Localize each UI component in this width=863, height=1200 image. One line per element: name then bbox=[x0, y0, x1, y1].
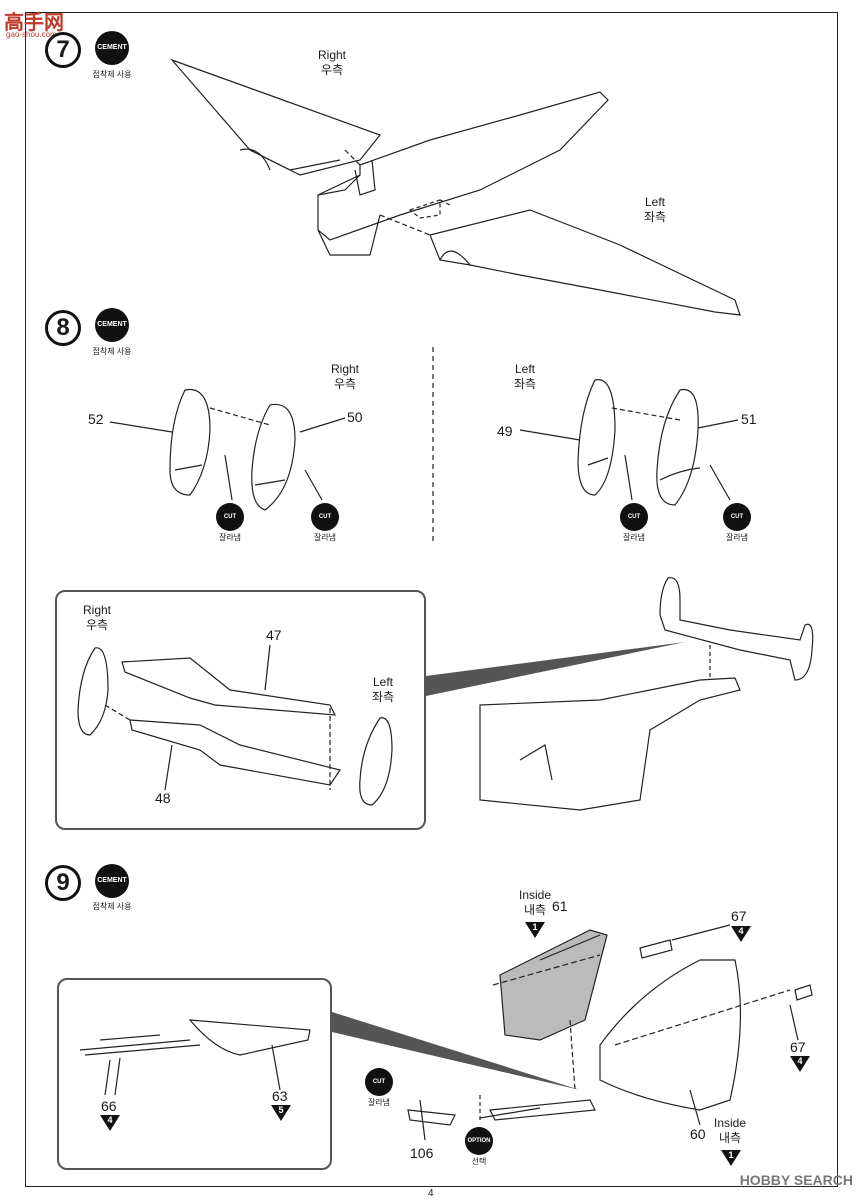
part-67-label: 67 bbox=[790, 1039, 806, 1055]
ref-triangle: 4 bbox=[731, 926, 751, 942]
cut-icon: CUT bbox=[216, 503, 244, 531]
step8-inset-drawing bbox=[77, 642, 685, 806]
option-caption: 선택 bbox=[471, 1157, 487, 1166]
ref-triangle: 4 bbox=[100, 1115, 120, 1131]
option-icon: OPTION bbox=[465, 1127, 493, 1155]
part-47-label: 47 bbox=[266, 627, 282, 643]
step8-tail-drawing bbox=[479, 577, 814, 811]
part-50-label: 50 bbox=[347, 409, 363, 425]
step-8-badge: 8 bbox=[45, 310, 81, 346]
ref-triangle: 1 bbox=[721, 1150, 741, 1166]
step-8-cement-icon: CEMENT bbox=[95, 308, 129, 342]
cut-caption: 잘라냄 bbox=[313, 533, 337, 542]
part-106-label: 106 bbox=[410, 1145, 434, 1161]
site-logo: 高手网 bbox=[4, 12, 64, 34]
step8-drawing bbox=[109, 347, 739, 545]
cut-caption: 잘라냄 bbox=[725, 533, 749, 542]
cut-icon: CUT bbox=[365, 1068, 393, 1096]
part-60-label: 60 bbox=[690, 1126, 706, 1142]
cut-icon: CUT bbox=[723, 503, 751, 531]
cut-caption: 잘라냄 bbox=[622, 533, 646, 542]
part-61-label: 61 bbox=[552, 898, 568, 914]
site-logo-sub: gao-shou.com bbox=[6, 30, 57, 39]
part-48-label: 48 bbox=[155, 790, 171, 806]
part-51-label: 51 bbox=[741, 411, 757, 427]
step-7-cement-icon: CEMENT bbox=[95, 31, 129, 65]
step-8-inset-box bbox=[55, 590, 426, 830]
ref-triangle: 5 bbox=[271, 1105, 291, 1121]
page-number: 4 bbox=[428, 1188, 434, 1199]
cut-icon: CUT bbox=[620, 503, 648, 531]
step9-drawing bbox=[79, 924, 813, 1141]
part-52-label: 52 bbox=[88, 411, 104, 427]
ref-triangle: 1 bbox=[525, 922, 545, 938]
part-63-label: 63 bbox=[272, 1088, 288, 1104]
page-frame bbox=[25, 12, 838, 1187]
step-7-cement-caption: 접착제 사용 bbox=[92, 70, 132, 79]
cut-caption: 잘라냄 bbox=[218, 533, 242, 542]
step-8-cement-caption: 접착제 사용 bbox=[92, 347, 132, 356]
step-9-inset-box bbox=[57, 978, 332, 1170]
step-9-cement-icon: CEMENT bbox=[95, 864, 129, 898]
step7-drawing bbox=[170, 58, 741, 316]
cut-caption: 잘라냄 bbox=[367, 1098, 391, 1107]
step-9-cement-caption: 접착제 사용 bbox=[92, 902, 132, 911]
part-67-label: 67 bbox=[731, 908, 747, 924]
watermark: HOBBY SEARCH bbox=[739, 1172, 853, 1188]
step-7-badge: 7 bbox=[45, 32, 81, 68]
part-66-label: 66 bbox=[101, 1098, 117, 1114]
cut-icon: CUT bbox=[311, 503, 339, 531]
part-49-label: 49 bbox=[497, 423, 513, 439]
step-9-badge: 9 bbox=[45, 865, 81, 901]
ref-triangle: 4 bbox=[790, 1056, 810, 1072]
